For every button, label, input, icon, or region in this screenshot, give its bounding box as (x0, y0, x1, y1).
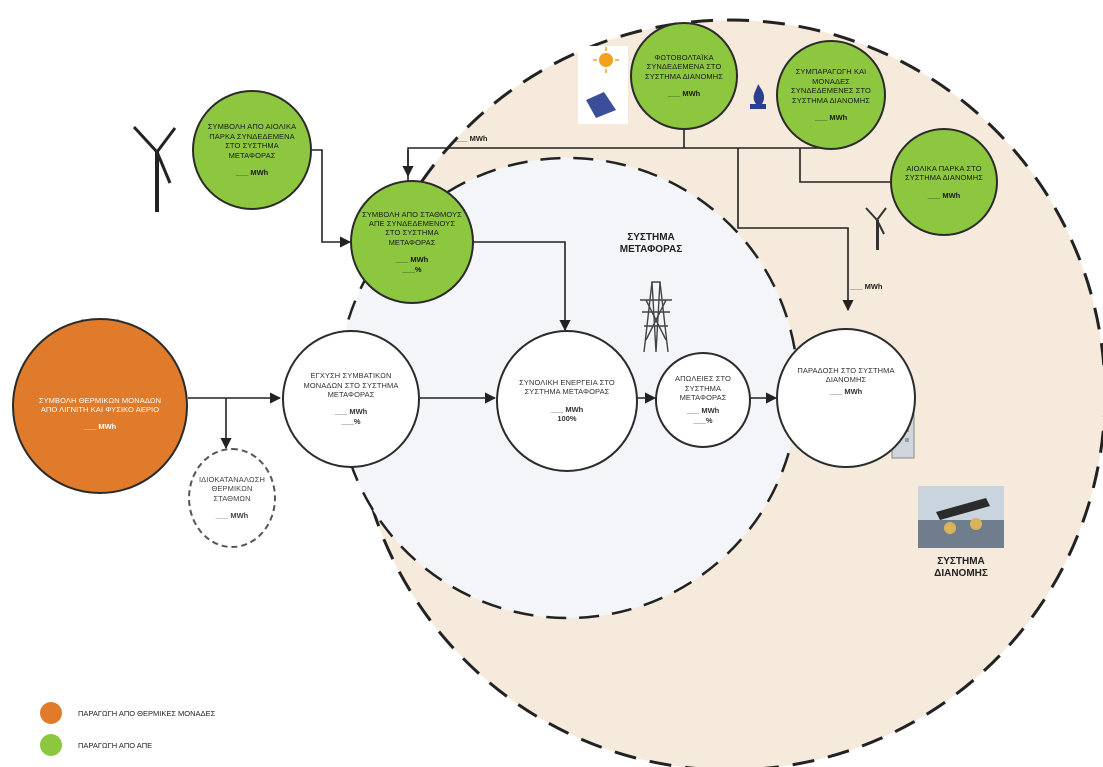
legend-swatch-orange (40, 702, 62, 724)
node-conventional-injection: ΕΓΧΥΣΗ ΣΥΜΒΑΤΙΚΩΝ ΜΟΝΑΔΩΝ ΣΤΟ ΣΥΣΤΗΜΑ ΜΕ… (282, 330, 420, 468)
distribution-system-title: ΣΥΣΤΗΜΑ ΔΙΑΝΟΜΗΣ (934, 556, 988, 579)
node-value-amount: ___ MWh (686, 406, 720, 416)
node-value-percent: ___% (402, 264, 422, 274)
connector-res-to-total (472, 241, 571, 332)
node-value: ___ MWh (814, 112, 848, 122)
node-label: ΕΓΧΥΣΗ ΣΥΜΒΑΤΙΚΩΝ ΜΟΝΑΔΩΝ ΣΤΟ ΣΥΣΤΗΜΑ ΜΕ… (303, 371, 399, 399)
node-value: ___ MWh 100% (551, 405, 584, 425)
node-label: ΠΑΡΑΔΟΣΗ ΣΤΟ ΣΥΣΤΗΜΑ ΔΙΑΝΟΜΗΣ (797, 366, 895, 385)
transmission-system-title: ΣΥΣΤΗΜΑ ΜΕΤΑΦΟΡΑΣ (619, 232, 683, 255)
legend-label: ΠΑΡΑΓΩΓΗ ΑΠΟ ΑΠΕ (78, 740, 153, 750)
node-value-percent: 100% (557, 414, 577, 424)
node-label: ΣΥΜΠΑΡΑΓΩΓΗ ΚΑΙ ΜΟΝΑΔΕΣ ΣΥΝΔΕΔΕΜΕΝΕΣ ΣΤΟ… (791, 67, 871, 105)
node-distribution-delivery: ΠΑΡΑΔΟΣΗ ΣΤΟ ΣΥΣΤΗΜΑ ΔΙΑΝΟΜΗΣ ___ MWh (776, 328, 916, 468)
connector-wind-to-res (312, 149, 352, 248)
distribution-workers-image (918, 486, 1004, 548)
wind-turbine-icon (132, 125, 177, 212)
node-pv-distribution: ΦΩΤΟΒΟΛΤΑΪΚΑ ΣΥΝΔΕΔΕΜΕΝΑ ΣΤΟ ΣΥΣΤΗΜΑ ΔΙΑ… (630, 22, 738, 130)
node-value: ___ MWh (215, 511, 249, 521)
node-value: ___ MWh (829, 386, 863, 396)
node-label: ΑΙΟΛΙΚΑ ΠΑΡΚΑ ΣΤΟ ΣΥΣΤΗΜΑ ΔΙΑΝΟΜΗΣ (904, 163, 984, 183)
legend-item-thermal: ΠΑΡΑΓΩΓΗ ΑΠΟ ΘΕΡΜΙΚΕΣ ΜΟΝΑΔΕΣ (40, 702, 215, 724)
node-value: ___ MWh (83, 422, 117, 432)
node-res-transmission: ΣΥΜΒΟΛΗ ΑΠΟ ΣΤΑΘΜΟΥΣ ΑΠΕ ΣΥΝΔΕΔΕΜΕΝΟΥΣ Σ… (350, 180, 474, 304)
gas-flame-icon (750, 84, 766, 109)
connector-chp-drop (799, 148, 893, 183)
node-label: ΣΥΜΒΟΛΗ ΑΠΟ ΑΙΟΛΙΚΑ ΠΑΡΚΑ ΣΥΝΔΕΔΕΜΕΝΑ ΣΤ… (207, 122, 297, 160)
node-label: ΣΥΜΒΟΛΗ ΘΕΡΜΙΚΩΝ ΜΟΝΑΔΩΝ ΑΠΟ ΛΙΓΝΙΤΗ ΚΑΙ… (38, 395, 162, 414)
node-value: ___ MWh (667, 89, 701, 99)
node-value-amount: ___ MWh (395, 255, 429, 264)
node-value-amount: ___ MWh (550, 404, 584, 414)
node-total-transmission: ΣΥΝΟΛΙΚΗ ΕΝΕΡΓΕΙΑ ΣΤΟ ΣΥΣΤΗΜΑ ΜΕΤΑΦΟΡΑΣ … (496, 330, 638, 472)
node-label: ΣΥΜΒΟΛΗ ΑΠΟ ΣΤΑΘΜΟΥΣ ΑΠΕ ΣΥΝΔΕΔΕΜΕΝΟΥΣ Σ… (362, 209, 462, 247)
legend-swatch-green (40, 734, 62, 756)
node-label: ΑΠΩΛΕΙΕΣ ΣΤΟ ΣΥΣΤΗΜΑ ΜΕΤΑΦΟΡΑΣ (675, 374, 731, 402)
node-value: ___ MWh (927, 190, 961, 200)
node-label: ΙΔΙΟΚΑΤΑΝΑΛΩΣΗ ΘΕΡΜΙΚΩΝ ΣΤΑΘΜΩΝ (199, 475, 265, 503)
solar-panel-icon (578, 46, 628, 124)
legend-item-res: ΠΑΡΑΓΩΓΗ ΑΠΟ ΑΠΕ (40, 734, 152, 756)
node-transmission-losses: ΑΠΩΛΕΙΕΣ ΣΤΟ ΣΥΣΤΗΜΑ ΜΕΤΑΦΟΡΑΣ ___ MWh _… (655, 352, 751, 448)
node-thermal-production: ΣΥΜΒΟΛΗ ΘΕΡΜΙΚΩΝ ΜΟΝΑΔΩΝ ΑΠΟ ΛΙΓΝΙΤΗ ΚΑΙ… (12, 318, 188, 494)
node-value-amount: ___ MWh (334, 407, 368, 417)
node-label: ΦΩΤΟΒΟΛΤΑΪΚΑ ΣΥΝΔΕΔΕΜΕΝΑ ΣΤΟ ΣΥΣΤΗΜΑ ΔΙΑ… (644, 53, 724, 81)
connector-res-dist (737, 148, 854, 312)
flow-label-res-distribution: ___ MWh (455, 134, 488, 143)
node-value-percent: ___% (693, 416, 713, 426)
small-wind-turbine-icon (865, 207, 887, 250)
node-value: ___ MWh ___% (687, 406, 720, 426)
node-label: ΣΥΝΟΛΙΚΗ ΕΝΕΡΓΕΙΑ ΣΤΟ ΣΥΣΤΗΜΑ ΜΕΤΑΦΟΡΑΣ (519, 377, 615, 397)
legend-label: ΠΑΡΑΓΩΓΗ ΑΠΟ ΘΕΡΜΙΚΕΣ ΜΟΝΑΔΕΣ (78, 708, 216, 718)
node-own-consumption: ΙΔΙΟΚΑΤΑΝΑΛΩΣΗ ΘΕΡΜΙΚΩΝ ΣΤΑΘΜΩΝ ___ MWh (188, 448, 276, 548)
transmission-tower-icon (640, 281, 672, 353)
node-value: ___ MWh (235, 167, 269, 177)
node-wind-transmission: ΣΥΜΒΟΛΗ ΑΠΟ ΑΙΟΛΙΚΑ ΠΑΡΚΑ ΣΥΝΔΕΔΕΜΕΝΑ ΣΤ… (192, 90, 312, 210)
node-value-percent: ___% (341, 417, 361, 427)
node-value: ___ MWh ___% (396, 255, 429, 275)
flow-label-distribution-total: ___ MWh (850, 282, 883, 291)
node-value: ___ MWh ___% (335, 407, 368, 427)
node-wind-distribution: ΑΙΟΛΙΚΑ ΠΑΡΚΑ ΣΤΟ ΣΥΣΤΗΜΑ ΔΙΑΝΟΜΗΣ ___ M… (890, 128, 998, 236)
node-chp-distribution: ΣΥΜΠΑΡΑΓΩΓΗ ΚΑΙ ΜΟΝΑΔΕΣ ΣΥΝΔΕΔΕΜΕΝΕΣ ΣΤΟ… (776, 40, 886, 150)
